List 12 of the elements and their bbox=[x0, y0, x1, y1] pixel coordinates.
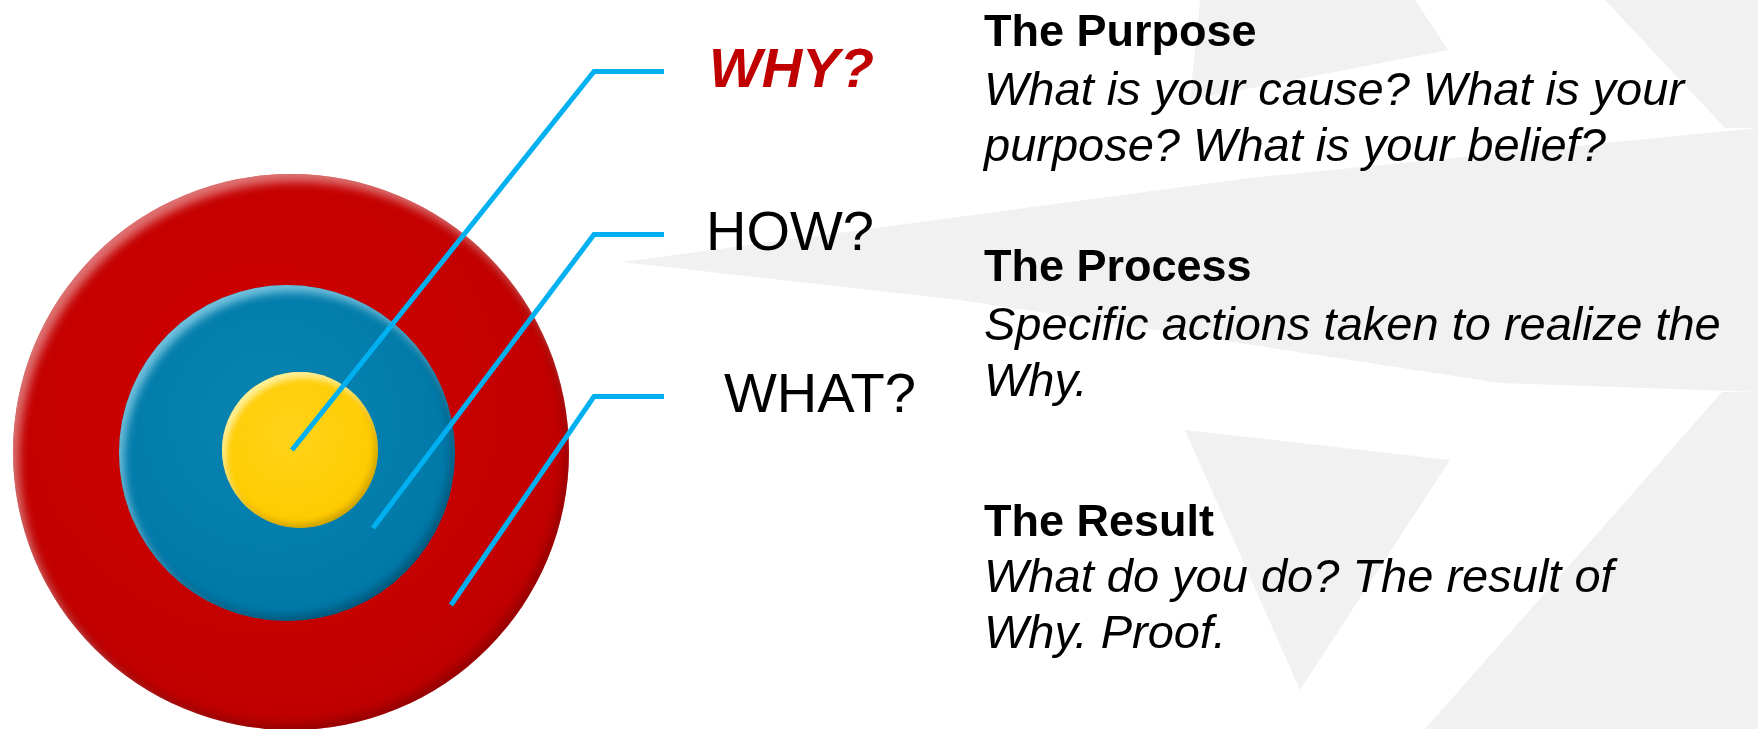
leader-line bbox=[371, 232, 664, 530]
why-heading: WHY? bbox=[664, 37, 874, 99]
section-heading: The Process bbox=[984, 239, 1252, 293]
leader-line bbox=[448, 394, 664, 607]
section-heading: The Purpose bbox=[984, 4, 1257, 58]
how-heading: HOW? bbox=[664, 200, 874, 262]
description-text: What do you do? The result of Why. Proof. bbox=[984, 548, 1674, 660]
leader-line bbox=[290, 69, 664, 452]
what-heading: WHAT? bbox=[664, 362, 916, 424]
description-text: Specific actions taken to realize the Why. bbox=[984, 296, 1722, 408]
description-text: What is your cause? What is your purpose? What is your belief? bbox=[984, 61, 1687, 173]
section-heading: The Result bbox=[984, 494, 1215, 548]
